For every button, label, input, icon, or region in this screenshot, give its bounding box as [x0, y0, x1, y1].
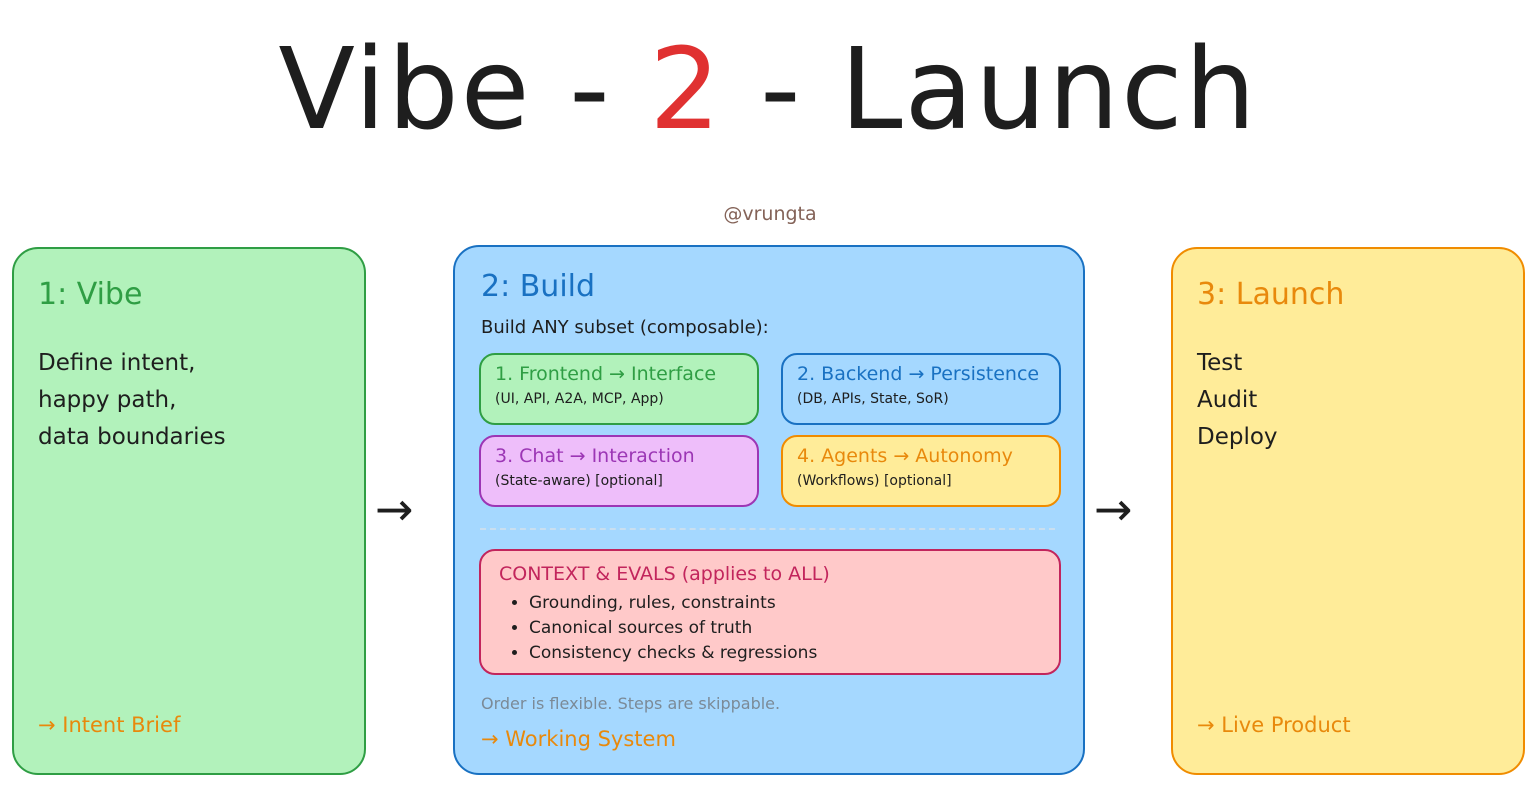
vibe-heading: 1: Vibe — [38, 277, 143, 312]
context-title: CONTEXT & EVALS (applies to ALL) — [499, 563, 830, 585]
build-output: → Working System — [481, 727, 676, 751]
diagram-title: Vibe - 2 - Launch — [0, 20, 1536, 160]
vibe-output: → Intent Brief — [38, 713, 181, 737]
module-detail: (UI, API, A2A, MCP, App) — [495, 391, 664, 407]
module-title: 3. Chat → Interaction — [495, 445, 695, 467]
context-bullet: Canonical sources of truth — [529, 616, 1041, 641]
module-detail: (DB, APIs, State, SoR) — [797, 391, 949, 407]
arrow-icon: → — [1094, 482, 1133, 536]
vibe-line: happy path, — [38, 387, 177, 413]
module-frontend: 1. Frontend → Interface (UI, API, A2A, M… — [479, 353, 759, 425]
vibe-line: data boundaries — [38, 424, 226, 450]
module-backend: 2. Backend → Persistence (DB, APIs, Stat… — [781, 353, 1061, 425]
build-note: Order is flexible. Steps are skippable. — [481, 694, 781, 713]
divider — [480, 528, 1055, 530]
vibe-panel: 1: Vibe Define intent, happy path, data … — [12, 247, 366, 775]
vibe-line: Define intent, — [38, 350, 196, 376]
context-bullet: Consistency checks & regressions — [529, 641, 1041, 666]
module-agents: 4. Agents → Autonomy (Workflows) [option… — [781, 435, 1061, 507]
module-detail: (Workflows) [optional] — [797, 473, 952, 489]
arrow-icon: → — [375, 482, 414, 536]
launch-line: Audit — [1197, 387, 1258, 413]
launch-line: Test — [1197, 350, 1243, 376]
build-subheading: Build ANY subset (composable): — [481, 317, 769, 338]
module-title: 2. Backend → Persistence — [797, 363, 1040, 385]
module-detail: (State-aware) [optional] — [495, 473, 663, 489]
context-bullet: Grounding, rules, constraints — [529, 591, 1041, 616]
vibe-body: Define intent, happy path, data boundari… — [38, 345, 226, 456]
launch-body: Test Audit Deploy — [1197, 345, 1278, 456]
module-chat: 3. Chat → Interaction (State-aware) [opt… — [479, 435, 759, 507]
launch-heading: 3: Launch — [1197, 277, 1345, 312]
title-part-2: 2 — [649, 25, 723, 155]
context-evals-box: CONTEXT & EVALS (applies to ALL) Groundi… — [479, 549, 1061, 675]
title-part-launch: - Launch — [760, 25, 1258, 155]
launch-line: Deploy — [1197, 424, 1278, 450]
launch-panel: 3: Launch Test Audit Deploy → Live Produ… — [1171, 247, 1525, 775]
launch-output: → Live Product — [1197, 713, 1351, 737]
context-bullets: Grounding, rules, constraints Canonical … — [499, 591, 1041, 666]
module-title: 1. Frontend → Interface — [495, 363, 717, 385]
author-handle: @vrungta — [723, 203, 817, 225]
build-panel: 2: Build Build ANY subset (composable): … — [453, 245, 1085, 775]
build-heading: 2: Build — [481, 269, 596, 304]
title-part-vibe: Vibe - — [278, 25, 612, 155]
module-title: 4. Agents → Autonomy — [797, 445, 1013, 467]
